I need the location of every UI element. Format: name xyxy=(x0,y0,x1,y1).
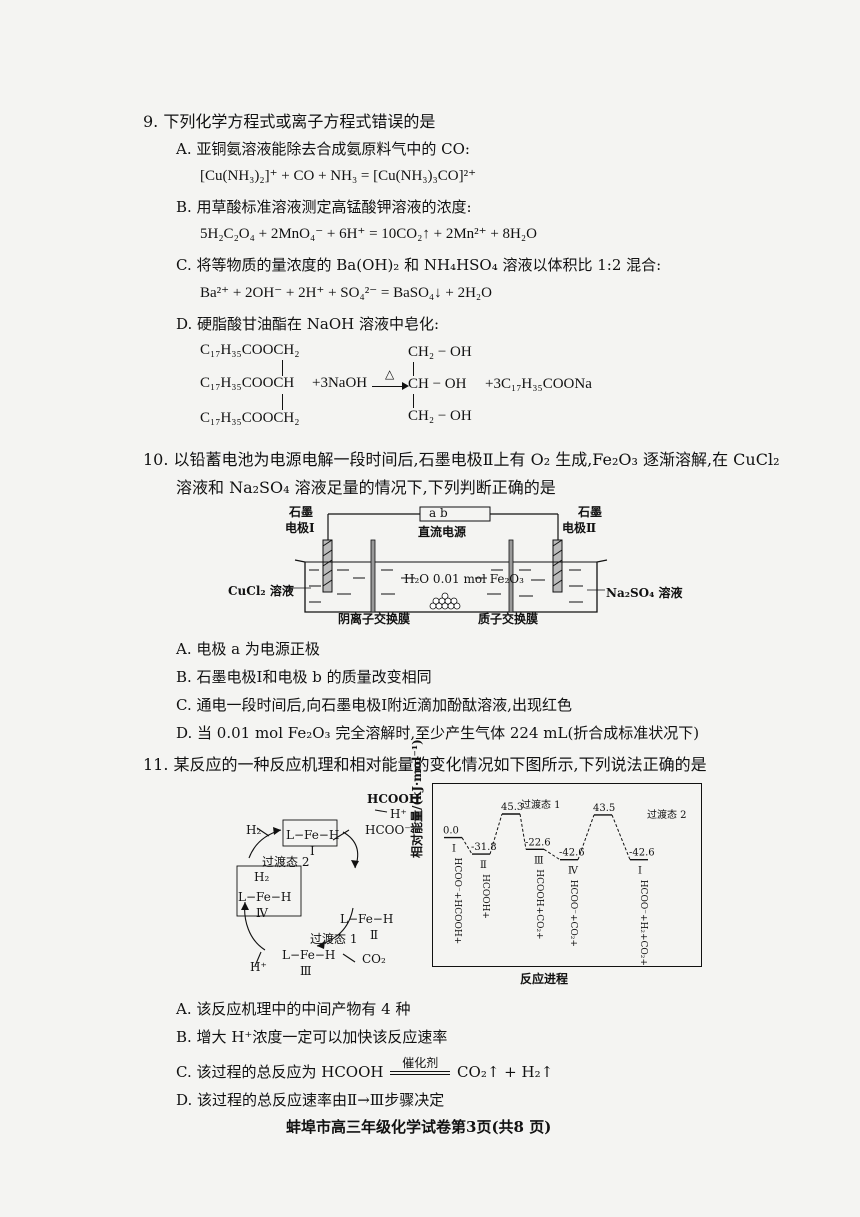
cycle-species-iii: L−Fe−H xyxy=(282,948,336,962)
energy-value-label: -42.6 xyxy=(629,848,655,859)
q10-option-a: A. 电极 a 为电源正极 xyxy=(176,640,320,658)
proton-membrane-label: 质子交换膜 xyxy=(478,612,539,626)
energy-species-label: HCOOH+ xyxy=(480,874,490,919)
energy-roman-label: Ⅱ xyxy=(480,860,487,871)
product-row-1: CH₂ − OH xyxy=(408,344,472,360)
cycle-species-ii: L−Fe−H xyxy=(340,912,394,926)
energy-value-label: 45.3 xyxy=(501,802,523,813)
cycle-co2: CO₂ xyxy=(362,952,386,966)
cycle-ts1: 过渡态 1 xyxy=(310,932,358,946)
heat-symbol: △ xyxy=(385,367,395,381)
energy-connector xyxy=(461,837,473,855)
q10-option-b: B. 石墨电极Ⅰ和电极 b 的质量改变相同 xyxy=(176,668,432,686)
salt-term: +3C₁₇H₃₅COONa xyxy=(485,376,592,392)
q9-equation-c: Ba²⁺ + 2OH⁻ + 2H⁺ + SO₄²⁻ = BaSO₄↓ + 2H₂… xyxy=(200,285,492,301)
q9-equation-b: 5H₂C₂O₄ + 2MnO₄⁻ + 6H⁺ = 10CO₂↑ + 2Mn²⁺ … xyxy=(200,226,537,242)
cycle-h2-iv: H₂ xyxy=(254,870,270,884)
energy-roman-label: Ⅲ xyxy=(534,855,544,866)
cucl2-solution-label: CuCl₂ 溶液 xyxy=(228,584,294,598)
reaction-arrow xyxy=(372,386,406,387)
cycle-label-i: Ⅰ xyxy=(310,844,315,858)
product-row-3: CH₂ − OH xyxy=(408,408,472,424)
cycle-species-iv: L−Fe−H xyxy=(238,890,292,904)
energy-profile-plot: 0.0 -31.8 45.3 -22.6 -42.6 43.5 -42.6 过渡态 1 过渡态 … xyxy=(443,798,687,966)
cycle-arrows xyxy=(236,809,388,967)
energy-y-axis-label: 相对能量/(kJ·mol⁻¹) xyxy=(410,739,424,858)
q11-stem: 11. 某反应的一种反应机理和相对能量的变化情况如下图所示,下列说法正确的是 xyxy=(143,755,707,774)
electrode-2-label-top: 石墨 xyxy=(578,505,603,519)
energy-roman-label: Ⅰ xyxy=(638,866,642,877)
cycle-ts2: 过渡态 2 xyxy=(262,855,310,869)
energy-roman-label: Ⅰ xyxy=(452,844,456,855)
bond-line xyxy=(413,362,414,376)
q9-stem: 9. 下列化学方程式或离子方程式错误的是 xyxy=(143,112,436,131)
cycle-hplus-top: H⁺ xyxy=(390,807,407,821)
energy-roman-label: Ⅳ xyxy=(568,866,579,877)
bond-line xyxy=(282,360,283,376)
cycle-h2-top: H₂ xyxy=(246,823,262,837)
reactant-row-1: C₁₇H₃₅COOCH₂ xyxy=(200,342,300,358)
energy-connector xyxy=(611,814,631,860)
energy-value-label: -42.6 xyxy=(559,848,585,859)
energy-species-label: HCOOH+CO₂+ xyxy=(534,869,544,939)
q9-option-b: B. 用草酸标准溶液测定高锰酸钾溶液的浓度: xyxy=(176,198,472,216)
cycle-label-ii: Ⅱ xyxy=(370,928,379,942)
power-source-label: 直流电源 xyxy=(418,525,467,539)
q11-option-c-suffix: CO₂↑ + H₂↑ xyxy=(457,1063,554,1081)
energy-value-label: -22.6 xyxy=(525,837,551,848)
energy-species-label: HCOO⁻+HCOOH+ xyxy=(452,858,462,945)
arrow-head xyxy=(402,382,409,390)
q9-option-c: C. 将等物质的量浓度的 Ba(OH)₂ 和 NH₄HSO₄ 溶液以体积比 1:… xyxy=(176,256,662,274)
energy-chart: 0.0 -31.8 45.3 -22.6 -42.6 43.5 -42.6 过渡态 1 过渡态 … xyxy=(432,783,702,967)
reactant-row-3: C₁₇H₃₅COOCH₂ xyxy=(200,410,300,426)
q10-stem-line-1: 10. 以铅蓄电池为电源电解一段时间后,石墨电极Ⅱ上有 O₂ 生成,Fe₂O₃ … xyxy=(143,450,780,469)
electrode-2-label-bottom: 电极Ⅱ xyxy=(562,521,597,535)
middle-chamber-label: H₂O 0.01 mol Fe₂O₃ xyxy=(404,572,524,586)
cycle-hcoo: HCOO⁻ xyxy=(365,823,411,837)
power-terminals: a b xyxy=(429,506,448,520)
electrode-1-label-top: 石墨 xyxy=(289,505,314,519)
energy-value-label: -31.8 xyxy=(471,842,497,853)
q10-stem-line-2: 溶液和 Na₂SO₄ 溶液足量的情况下,下列判断正确的是 xyxy=(176,478,556,497)
q9-equation-a: [Cu(NH₃)₂]⁺ + CO + NH₃ = [Cu(NH₃)₃CO]²⁺ xyxy=(200,168,476,184)
reactant-row-2: C₁₇H₃₅COOCH xyxy=(200,375,295,391)
energy-value-label: 43.5 xyxy=(593,803,615,814)
catalyst-label: 催化剂 xyxy=(402,1056,439,1070)
energy-connector xyxy=(543,848,561,861)
energy-value-label: 0.0 xyxy=(443,826,459,837)
page-footer: 蚌埠市高三年级化学试卷第3页(共8 页) xyxy=(286,1118,552,1136)
energy-species-label: HCOO⁻+H₂+CO₂+ xyxy=(638,880,648,966)
q10-option-d: D. 当 0.01 mol Fe₂O₃ 完全溶解时,至少产生气体 224 mL(… xyxy=(176,724,700,742)
q11-option-b: B. 增大 H⁺浓度一定可以加快该反应速率 xyxy=(176,1028,448,1046)
electrode-1-label-bottom: 电极Ⅰ xyxy=(285,521,315,535)
anion-membrane-label: 阴离子交换膜 xyxy=(338,612,411,626)
q10-option-c: C. 通电一段时间后,向石墨电极Ⅰ附近滴加酚酞溶液,出现红色 xyxy=(176,696,572,714)
bond-line xyxy=(282,394,283,410)
cycle-label-iii: Ⅲ xyxy=(300,964,312,978)
q9-option-a: A. 亚铜氨溶液能除去合成氨原料气中的 CO: xyxy=(176,140,470,158)
bond-line xyxy=(413,394,414,408)
cycle-hplus-bottom: H⁺ xyxy=(250,960,267,974)
cycle-hcooh: HCOOH xyxy=(367,792,421,806)
electrolysis-apparatus xyxy=(285,506,608,613)
q11-option-a: A. 该反应机理中的中间产物有 4 种 xyxy=(176,1000,411,1018)
na2so4-solution-label: Na₂SO₄ 溶液 xyxy=(606,586,683,600)
energy-x-axis-label: 反应进程 xyxy=(520,972,569,986)
ts2-label: 过渡态 2 xyxy=(647,808,687,821)
energy-species-label: HCOO⁻+CO₂+ xyxy=(568,880,578,947)
product-row-2: CH − OH xyxy=(408,376,467,392)
q11-option-d: D. 该过程的总反应速率由Ⅱ→Ⅲ步骤决定 xyxy=(176,1091,445,1109)
ts1-label: 过渡态 1 xyxy=(521,798,561,811)
cycle-label-iv: Ⅳ xyxy=(256,906,268,920)
q11-option-c-prefix: C. 该过程的总反应为 HCOOH xyxy=(176,1063,384,1081)
naoh-term: +3NaOH xyxy=(312,375,368,391)
catalyst-arrow: 催化剂 xyxy=(388,1056,452,1080)
energy-connector xyxy=(577,814,595,860)
q9-option-d: D. 硬脂酸甘油酯在 NaOH 溶液中皂化: xyxy=(176,315,440,333)
energy-connector xyxy=(519,813,527,850)
q11-option-c: C. 该过程的总反应为 HCOOH 催化剂 CO₂↑ + H₂↑ xyxy=(176,1056,554,1082)
energy-connector xyxy=(489,813,503,855)
cycle-species-i: L−Fe−H xyxy=(286,828,340,842)
